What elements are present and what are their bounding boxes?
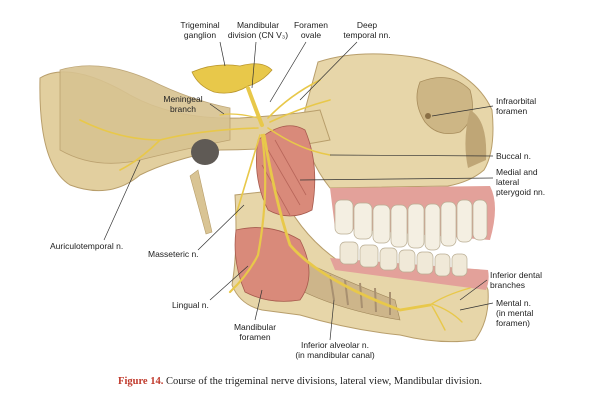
nerve-paths xyxy=(79,79,471,331)
mandibular-division-trunk xyxy=(246,86,264,127)
label-lingual: Lingual n. xyxy=(172,300,209,310)
trigeminal-ganglion xyxy=(191,63,273,94)
label-meningeal-branch: Meningeal branch xyxy=(163,94,203,114)
figure-number: Figure 14. xyxy=(118,376,164,387)
label-auriculotemporal: Auriculotemporal n. xyxy=(50,241,124,251)
external-acoustic-meatus xyxy=(191,139,219,165)
styloid-process xyxy=(189,169,213,235)
nasal-cavity xyxy=(465,110,487,168)
masseter-muscle xyxy=(234,227,310,302)
lingual-nerve xyxy=(228,133,267,294)
label-buccal: Buccal n. xyxy=(496,151,531,161)
label-mandibular-foramen: Mandibular foramen xyxy=(233,322,277,342)
mental-nerve xyxy=(429,287,471,331)
upper-teeth xyxy=(334,199,488,251)
label-mandibular-division: Mandibular division (CN V₃) xyxy=(227,20,289,40)
label-inferior-dental-branches: Inferior dental branches xyxy=(490,270,542,290)
meningeal-branch-nerve xyxy=(219,113,259,119)
label-infraorbital-foramen: Infraorbital foramen xyxy=(496,96,537,116)
lower-teeth xyxy=(339,241,468,277)
label-masseteric: Masseteric n. xyxy=(148,249,199,259)
figure-caption: Figure 14. Course of the trigeminal nerv… xyxy=(0,376,600,387)
orbit xyxy=(416,77,473,135)
label-deep-temporal: Deep temporal nn. xyxy=(343,20,391,40)
label-inferior-alveolar: Inferior alveolar n. (in mandibular cana… xyxy=(295,340,375,360)
auriculotemporal-nerve xyxy=(79,119,259,171)
masseteric-nerve xyxy=(235,134,261,216)
buccal-nerve xyxy=(267,127,331,156)
inferior-alveolar-nerve xyxy=(262,133,432,312)
pterygoid-muscle xyxy=(256,125,316,217)
label-mental: Mental n. (in mental foramen) xyxy=(496,298,534,328)
deep-temporal-nerves xyxy=(267,79,331,123)
temporal-bone xyxy=(59,65,231,164)
infraorbital-foramen-mark xyxy=(425,113,431,119)
leader-lines xyxy=(103,41,494,341)
label-foramen-ovale: Foramen ovale xyxy=(293,20,328,40)
label-trigeminal-ganglion: Trigeminal ganglion xyxy=(180,20,220,40)
label-pterygoid: Medial and lateral pterygoid nn. xyxy=(496,167,546,197)
figure-caption-text: Course of the trigeminal nerve divisions… xyxy=(163,376,482,387)
